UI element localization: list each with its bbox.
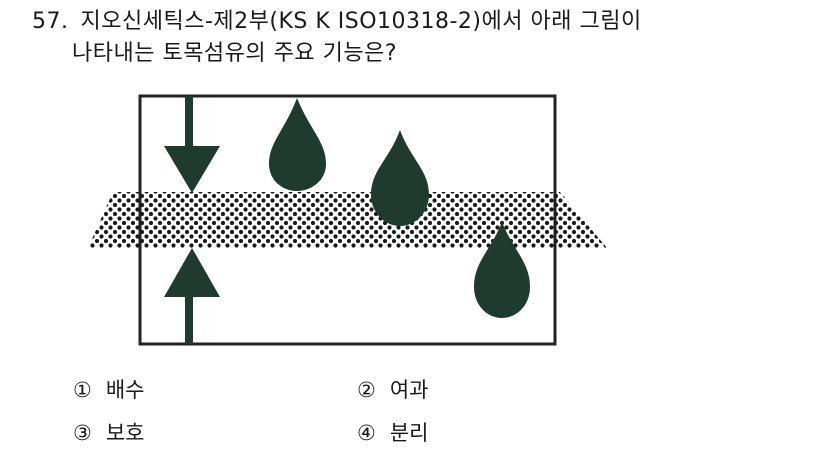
option-marker: ④ [357,421,376,445]
option-3[interactable]: ③ 보호 [73,420,144,446]
question-title: 지오신세틱스-제2부(KS K ISO10318-2)에서 아래 그림이 [80,9,642,34]
option-1[interactable]: ① 배수 [73,377,144,403]
down-arrow-icon [164,96,220,193]
option-2[interactable]: ② 여과 [357,377,428,403]
option-marker: ② [357,378,376,402]
water-drop-icon [474,222,530,318]
option-label: 분리 [389,421,429,445]
question-number: 57. [32,9,69,34]
question-text-line-1: 57. 지오신세틱스-제2부(KS K ISO10318-2)에서 아래 그림이 [32,9,642,35]
option-4[interactable]: ④ 분리 [357,420,428,446]
option-label: 보호 [105,421,145,445]
option-marker: ③ [73,421,92,445]
option-label: 배수 [105,378,145,402]
up-arrow-icon [164,248,220,344]
water-drop-icon [371,130,429,226]
question-text-line-2: 나타내는 토목섬유의 주요 기능은? [72,41,398,66]
water-drop-icon [269,98,326,191]
option-marker: ① [73,378,92,402]
geotextile-layer [88,192,607,248]
option-label: 여과 [389,378,429,402]
